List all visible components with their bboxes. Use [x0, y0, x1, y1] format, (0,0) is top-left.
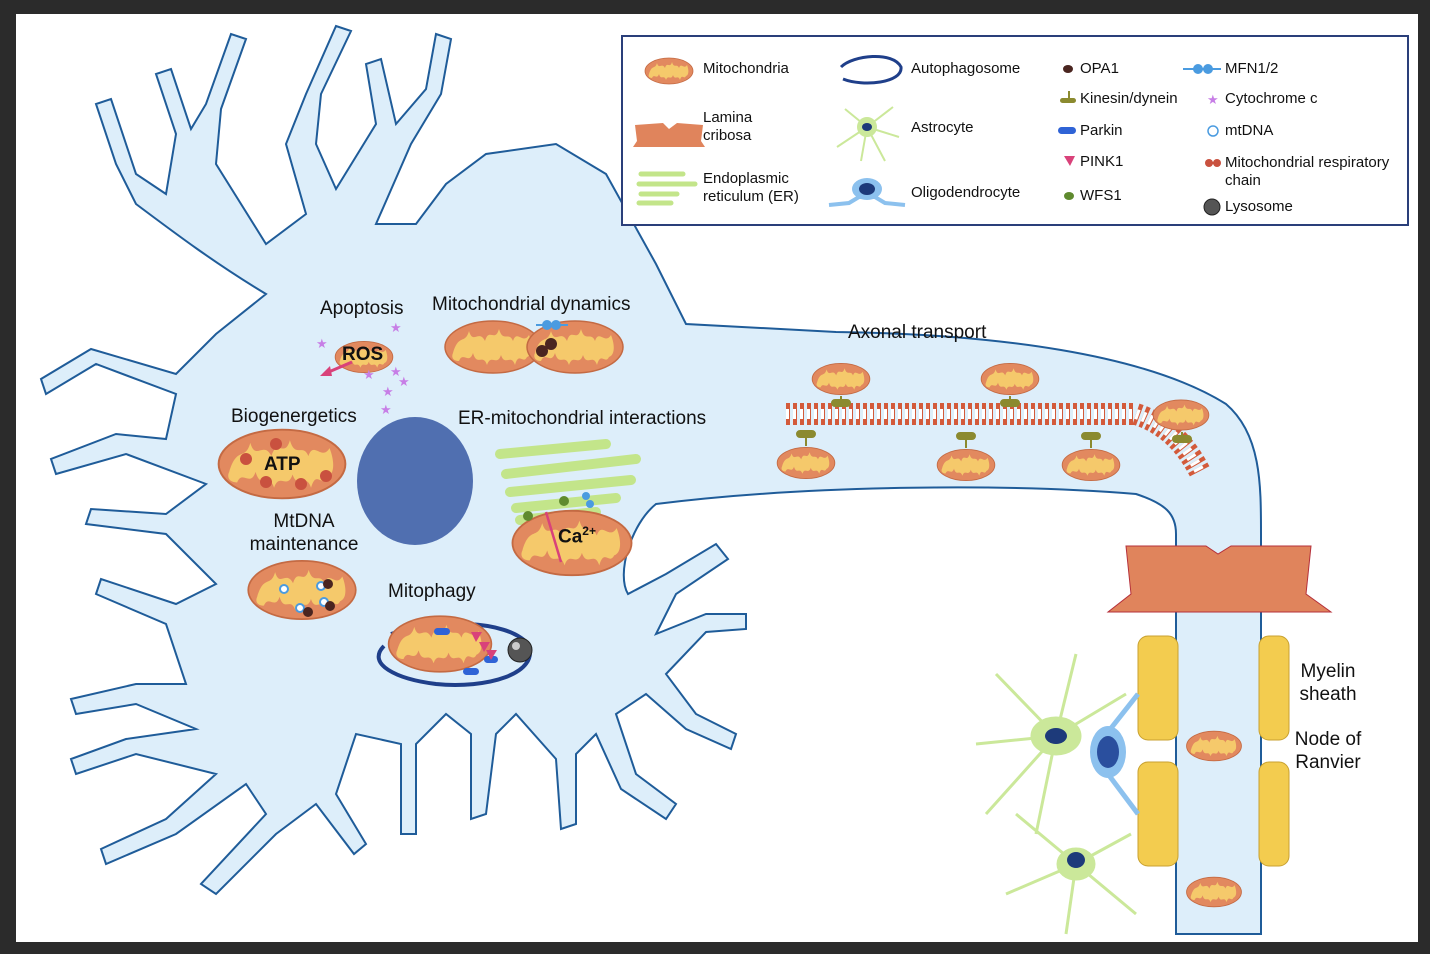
legend-cytochrome-c: Cytochrome c [1225, 90, 1318, 107]
mtdna-mitochondrion [247, 559, 357, 621]
nucleus [357, 417, 473, 545]
legend-respiratory-line2: chain [1225, 172, 1261, 189]
figure-canvas: ★★★ ★★★★ [16, 14, 1418, 942]
lysosome-icon [1203, 198, 1221, 216]
legend-lysosome: Lysosome [1225, 198, 1293, 215]
er-icon [636, 171, 698, 206]
dynamics-label: Mitochondrial dynamics [432, 294, 631, 315]
svg-text:★: ★ [382, 384, 394, 399]
lamina-cribosa-icon [633, 123, 705, 147]
legend-er-line2: reticulum (ER) [703, 188, 799, 205]
lamina-cribosa [1106, 545, 1333, 613]
legend-pink1: PINK1 [1080, 153, 1124, 170]
legend-lamina-line1: Lamina [703, 109, 753, 126]
microtubule [786, 403, 1211, 480]
myelin-label-line2: sheath [1299, 684, 1357, 705]
apoptosis-label: Apoptosis [320, 298, 404, 319]
bioenergetics-label: Biogenergetics [231, 406, 357, 427]
legend-mtdna: mtDNA [1225, 122, 1274, 139]
legend-kinesin-dynein: Kinesin/dynein [1080, 90, 1178, 107]
kinesin-dynein-icon [1060, 91, 1076, 103]
svg-text:★: ★ [380, 402, 392, 417]
ca-superscript: 2+ [582, 524, 596, 538]
oligodendrocyte-icon [828, 178, 906, 207]
parkin-icon [1058, 127, 1076, 134]
mtdna-label-line2: maintenance [249, 534, 359, 555]
legend-astrocyte: Astrocyte [911, 119, 974, 136]
axonal-transport-label: Axonal transport [848, 322, 987, 343]
pink1-icon [1064, 156, 1075, 166]
oligodendrocyte [1090, 692, 1140, 816]
ros-label: ROS [342, 344, 384, 365]
myelin-sheaths [1137, 635, 1290, 867]
legend-oligodendrocyte: Oligodendrocyte [911, 184, 1021, 201]
legend-mitochondria: Mitochondria [703, 60, 789, 77]
legend-parkin: Parkin [1080, 122, 1123, 139]
legend-mfn: MFN1/2 [1225, 60, 1279, 77]
apoptosis-mitochondrion [320, 340, 394, 376]
ca-mitochondrion [511, 492, 633, 577]
node-mitochondrion [1186, 730, 1242, 762]
mitophagy-label: Mitophagy [388, 581, 476, 602]
mitochondria-icon [644, 57, 694, 85]
node-label-line2: Ranvier [1295, 752, 1361, 773]
neuron-diagram: ★★★ ★★★★ [39, 24, 1333, 935]
legend-opa1: OPA1 [1080, 60, 1119, 77]
svg-text:★: ★ [316, 336, 328, 351]
er-interactions-label: ER-mitochondrial interactions [458, 408, 707, 429]
mtdna-icon [1207, 125, 1219, 137]
legend-lamina-line2: cribosa [703, 127, 752, 144]
cytochrome-c-icon: ★ [1207, 92, 1219, 107]
lysosome [507, 637, 533, 663]
neuron-cell-body [39, 24, 1262, 935]
mitophagy-group [376, 615, 532, 687]
opa1-icon [1063, 65, 1073, 73]
axon-mitochondrion [1186, 876, 1242, 908]
svg-text:★: ★ [398, 374, 410, 389]
ca-text: Ca [558, 526, 583, 548]
legend-er-line1: Endoplasmic [703, 170, 789, 187]
svg-text:★: ★ [363, 367, 375, 382]
respiratory-chain-icon [1205, 159, 1221, 167]
mfn-icon [1183, 64, 1221, 74]
dynamics-mitochondria [444, 320, 624, 374]
node-label-line1: Node of [1294, 729, 1362, 750]
legend-wfs1: WFS1 [1080, 187, 1122, 204]
svg-text:★: ★ [390, 364, 402, 379]
bioenergetics-mitochondrion [217, 428, 347, 500]
atp-label: ATP [264, 454, 301, 475]
mtdna-label-line1: MtDNA [273, 511, 335, 532]
legend-respiratory-line1: Mitochondrial respiratory [1225, 154, 1390, 171]
astrocyte-icon [836, 106, 900, 162]
autophagosome-icon [839, 54, 903, 85]
svg-text:★: ★ [390, 320, 402, 335]
cytochrome-c-stars: ★★★ ★★★★ [316, 320, 410, 417]
ca-label: Ca2+ [558, 524, 596, 548]
axonal-mitochondria [776, 362, 1210, 482]
myelin-label-line1: Myelin [1300, 661, 1356, 682]
legend-autophagosome: Autophagosome [911, 60, 1021, 77]
astrocytes [975, 653, 1137, 935]
wfs1-icon [1064, 192, 1074, 200]
